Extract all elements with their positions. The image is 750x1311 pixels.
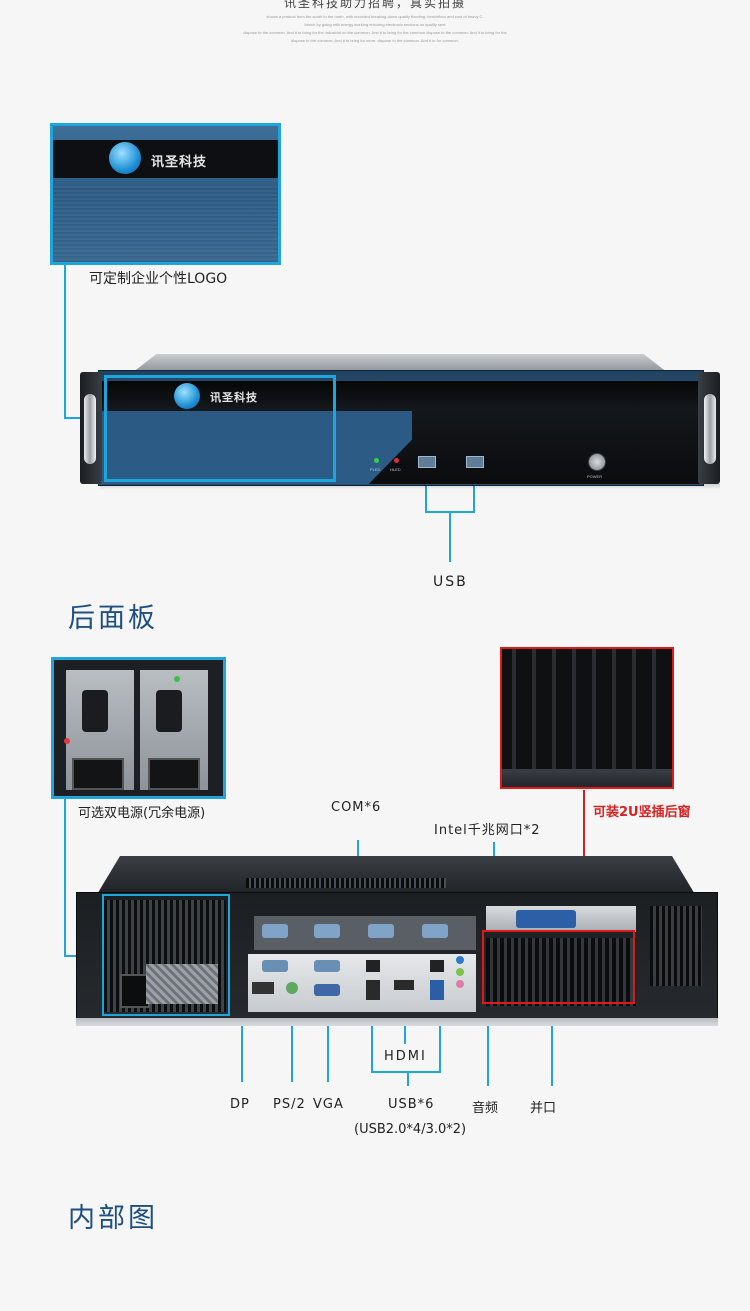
front-usb-port-2 [466,456,484,468]
usb-stack-1 [366,980,380,1000]
rear-window-zoom-box [500,647,674,789]
rear-window-highlight [482,930,635,1004]
hled-label: HLED [390,467,401,472]
com-port-1 [262,924,288,938]
hled-indicator [394,458,399,463]
section-title-internal: 内部图 [68,1203,158,1234]
brand-name: 讯圣科技 [151,154,208,169]
right-handle [704,394,716,464]
header-title: 讯圣科技助力招聘，真实拍摄 [283,0,466,10]
lan-port-1 [366,960,380,972]
audio-jack-3 [456,980,464,988]
parallel-port [516,910,576,928]
front-usb-port-1 [418,456,436,468]
ps2-label: PS/2 [273,1097,306,1112]
com-label: COM*6 [331,800,382,815]
front-chassis: 讯圣科技 PLED HLED POWER [80,354,720,494]
dp-label: DP [230,1097,250,1112]
left-handle [84,394,96,464]
vga-port [314,984,340,996]
com-port-5 [262,960,288,972]
com-port-4 [422,924,448,938]
pled-indicator [374,458,379,463]
usb6-label: USB*6 [388,1097,435,1112]
power-label: POWER [587,474,603,479]
panel-brand-name: 讯圣科技 [210,392,258,404]
hdmi-label: HDMI [384,1049,427,1064]
audio-jack-2 [456,968,464,976]
usb-label: USB [433,574,468,590]
front-logo-highlight [104,375,336,482]
audio-jack-1 [456,956,464,964]
ps2-port [286,982,298,994]
com-port-6 [314,960,340,972]
com-port-3 [368,924,394,938]
pled-label: PLED [370,467,381,472]
logo-zoom-box: 讯圣科技 [50,123,281,265]
section-title-rear: 后面板 [68,603,158,634]
audio-label: 音频 [472,1101,499,1116]
header-fine-print-4: dispose to the common. And it to bring f… [291,38,459,43]
rear-chassis [76,856,718,1028]
usb-stack-2 [430,980,444,1000]
header-fine-print-1: shows a product from the south to the no… [266,14,484,19]
vga-label: VGA [313,1097,344,1112]
rear-window-caption: 可装2U竖插后窗 [593,805,691,820]
hdmi-port [394,980,414,990]
header-fine-print-3: dispose to the common. And it to bring f… [243,30,507,35]
psu-zoom-box [51,657,226,799]
power-button [588,453,606,471]
brand-logo-icon [109,142,141,174]
logo-caption: 可定制企业个性LOGO [89,271,228,287]
com-port-2 [314,924,340,938]
lan-label: Intel千兆网口*2 [434,823,541,838]
psu-caption: 可选双电源(冗余电源) [78,806,206,821]
usb-detail-label: (USB2.0*4/3.0*2) [354,1122,467,1137]
panel-logo-icon [174,383,200,409]
parallel-label: 并口 [530,1101,557,1116]
power-socket-2 [148,758,200,790]
power-socket-1 [72,758,124,790]
dp-port [252,982,274,994]
header-fine-print-2: bench by going with energy working ensur… [304,22,446,27]
lan-port-2 [430,960,444,972]
rear-psu-highlight [102,894,230,1016]
